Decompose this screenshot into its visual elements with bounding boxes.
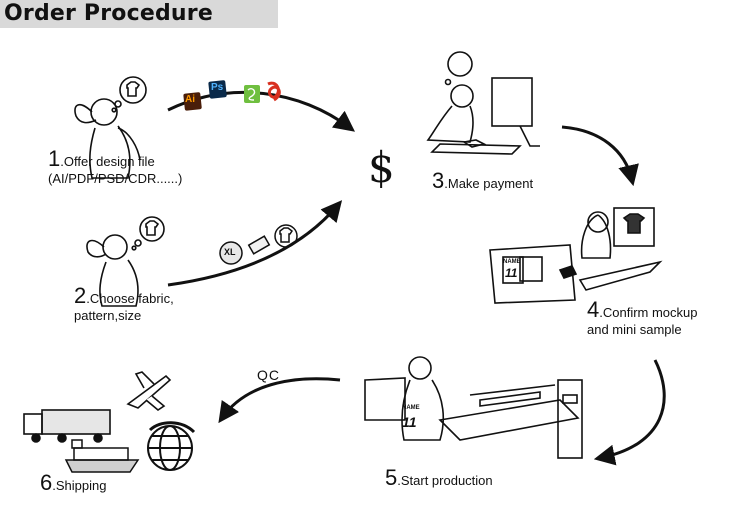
step-2-subtext: pattern,size — [74, 308, 142, 323]
arrow-payment-to-confirm — [561, 125, 639, 187]
step-6-number: 6 — [40, 470, 53, 495]
step-4-subtext: and mini sample — [587, 322, 682, 337]
production-jersey-name: NAME — [402, 405, 420, 411]
arrow-confirm-to-production — [593, 359, 666, 466]
header-bar: Order Procedure — [0, 0, 278, 28]
payment-desk-illustration — [426, 51, 540, 155]
step-4-text: .Confirm mockup — [599, 305, 698, 320]
cargo-ship-icon — [64, 439, 140, 473]
step-6-text: .Shipping — [52, 478, 107, 493]
step-5-number: 5 — [385, 465, 398, 490]
fabric-size-icons — [219, 224, 298, 265]
arrow-production-to-shipping — [218, 377, 341, 424]
size-badge-label: XL — [224, 247, 236, 257]
step-4-number: 4 — [587, 297, 600, 322]
step-1-text: .Offer design file — [60, 154, 155, 169]
person-choosing-icon — [86, 216, 165, 307]
step-1-label: 1.Offer design file (AI/PDF/PSD/CDR.....… — [48, 148, 183, 187]
step-4-label: 4.Confirm mockup and mini sample — [587, 299, 698, 338]
ps-label: Ps — [211, 82, 224, 93]
ai-file-icon — [183, 92, 202, 111]
step-3-label: 3.Make payment — [432, 170, 534, 192]
step-5-text: .Start production — [397, 473, 493, 488]
truck-icon — [23, 409, 111, 443]
ps-file-icon — [208, 80, 227, 99]
pdf-file-icon — [267, 81, 281, 102]
step-2-number: 2 — [74, 283, 87, 308]
step-6-label: 6.Shipping — [40, 472, 107, 494]
qc-label: QC — [257, 367, 280, 383]
arrow-step2-to-payment — [167, 200, 343, 287]
production-illustration — [364, 356, 583, 459]
page-title: Order Procedure — [4, 1, 213, 26]
globe-icon — [147, 421, 196, 471]
step-3-number: 3 — [432, 168, 445, 193]
dollar-sign: $ — [368, 143, 395, 192]
file-icons — [183, 80, 281, 111]
step-1-number: 1 — [48, 146, 61, 171]
production-jersey-number: 11 — [402, 414, 417, 430]
airplane-icon — [126, 371, 172, 411]
step-2-label: 2.Choose fabric, pattern,size — [74, 285, 174, 324]
step-1-subtext: (AI/PDF/PSD/CDR......) — [48, 171, 183, 186]
step-3-text: .Make payment — [444, 176, 534, 191]
person-thinking-icon — [74, 76, 147, 179]
mockup-review-illustration — [489, 207, 663, 304]
mockup-jersey-number: 11 — [505, 266, 518, 280]
mockup-jersey-name: NAME — [503, 259, 521, 265]
step-5-label: 5.Start production — [385, 467, 493, 489]
ai-label: Ai — [185, 94, 195, 105]
step-2-text: .Choose fabric, — [86, 291, 174, 306]
